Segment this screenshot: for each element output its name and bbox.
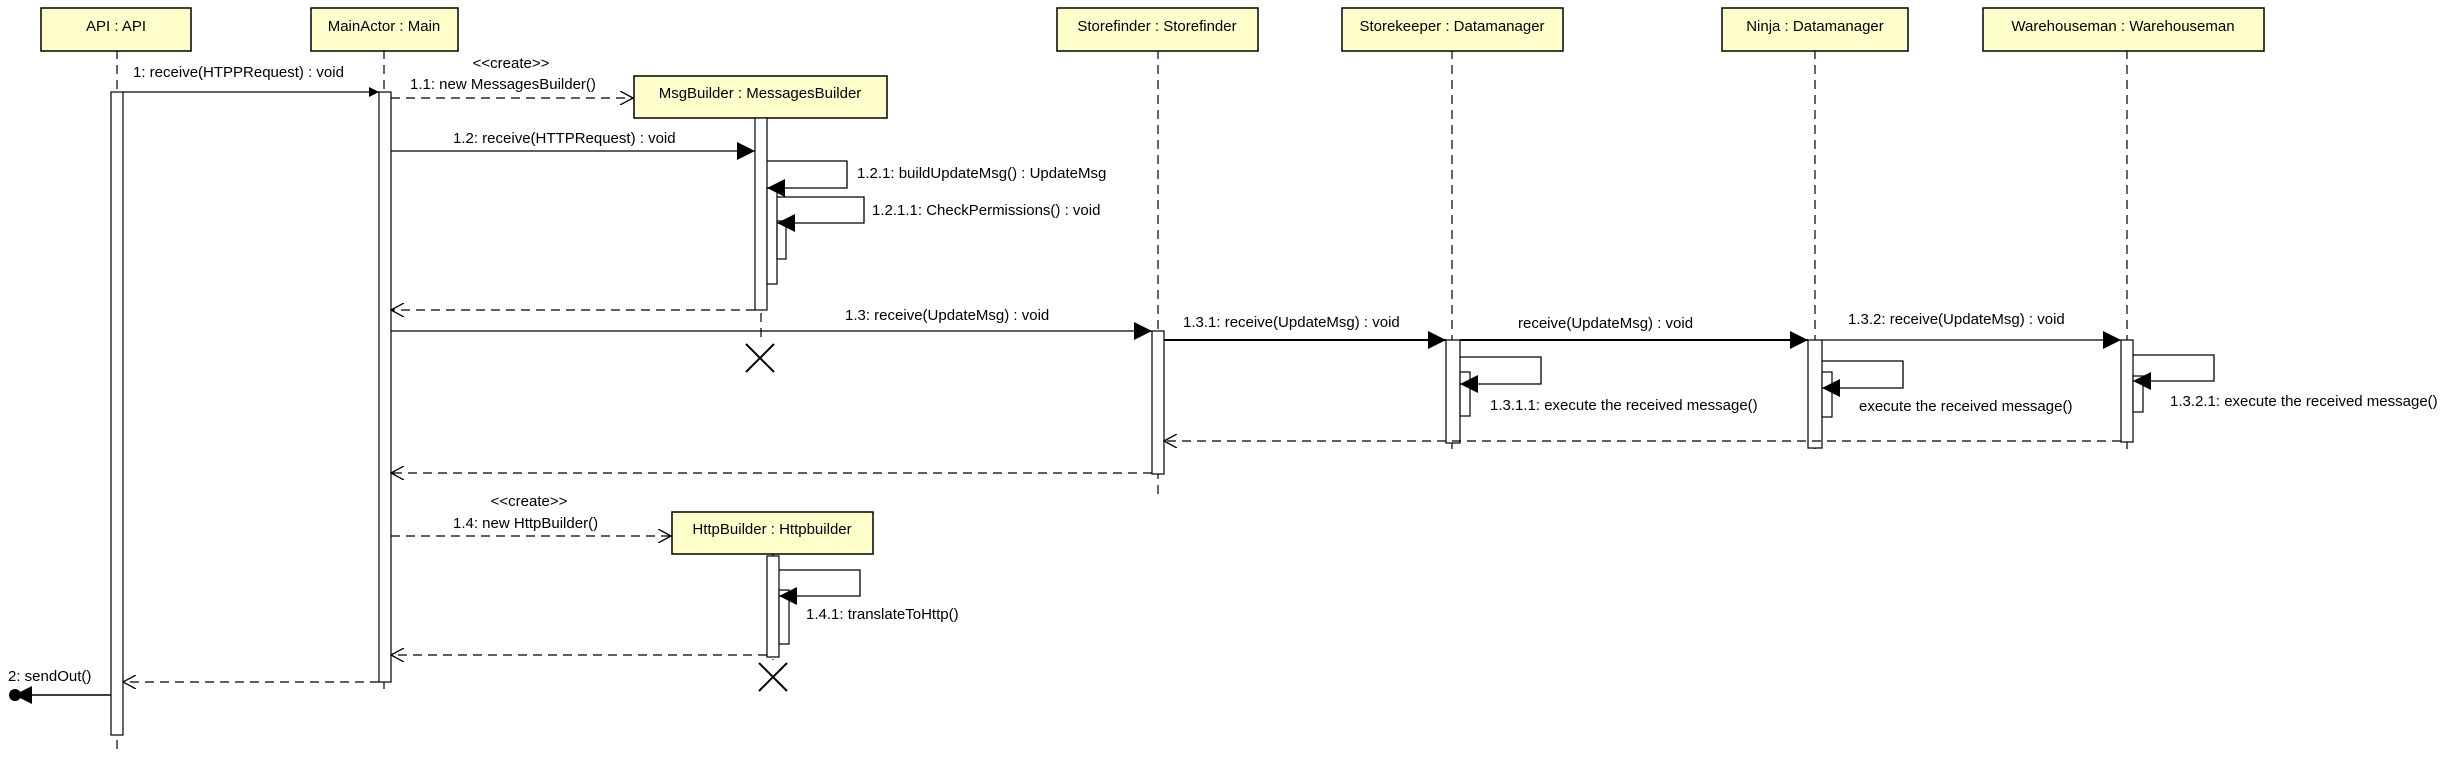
message-2: 2: sendOut() [8, 668, 111, 704]
svg-text:1.4.1: translateToHttp(): 1.4.1: translateToHttp() [806, 606, 959, 623]
svg-text:1.3: receive(UpdateMsg) : void: 1.3: receive(UpdateMsg) : void [845, 307, 1049, 324]
svg-text:1.2: receive(HTTPRequest) : vo: 1.2: receive(HTTPRequest) : void [453, 130, 676, 147]
activation-msgbuilder-2 [776, 220, 787, 260]
activation-msgbuilder-1 [766, 187, 778, 285]
svg-text:1.3.2: receive(UpdateMsg) : vo: 1.3.2: receive(UpdateMsg) : void [1848, 311, 2065, 328]
participant-storefinder: Storefinder : Storefinder [1056, 7, 1259, 52]
svg-text:<<create>>: <<create>> [491, 493, 568, 510]
activation-api [110, 91, 124, 736]
message-1-2-1: 1.2.1: buildUpdateMsg() : UpdateMsg [767, 160, 1106, 197]
activation-ninja-1 [1821, 371, 1833, 418]
message-1-2-1-1: 1.2.1.1: CheckPermissions() : void [777, 196, 1100, 232]
svg-text:Ninja : Datamanager: Ninja : Datamanager [1746, 18, 1884, 35]
svg-text:1.3.2.1: execute the received: 1.3.2.1: execute the received message() [2170, 393, 2438, 410]
svg-text:1.3.1: receive(UpdateMsg) : vo: 1.3.1: receive(UpdateMsg) : void [1183, 314, 1400, 331]
message-1-3-1: 1.3.1: receive(UpdateMsg) : void [1164, 314, 1446, 349]
svg-text:1.4: new HttpBuilder(): 1.4: new HttpBuilder() [453, 515, 598, 532]
participant-api: API : API [40, 7, 192, 52]
activation-main [378, 91, 392, 683]
participant-msgbuilder: MsgBuilder : MessagesBuilder [633, 75, 888, 119]
message-1-4: <<create>> 1.4: new HttpBuilder() [391, 493, 671, 536]
svg-text:API : API: API : API [86, 18, 146, 35]
svg-text:Storekeeper : Datamanager: Storekeeper : Datamanager [1359, 18, 1544, 35]
activation-ninja [1807, 339, 1823, 449]
svg-text:execute the received message(): execute the received message() [1859, 398, 2072, 415]
svg-text:1.2.1.1: CheckPermissions() :: 1.2.1.1: CheckPermissions() : void [872, 202, 1100, 219]
message-ninja: receive(UpdateMsg) : void [1460, 315, 1808, 349]
message-1-3-2-1: 1.3.2.1: execute the received message() [2133, 354, 2438, 410]
activation-warehouseman [2120, 339, 2134, 443]
svg-text:receive(UpdateMsg) : void: receive(UpdateMsg) : void [1518, 315, 1693, 332]
message-ninja-self: execute the received message() [1822, 360, 2072, 415]
activation-httpbuilder [766, 555, 780, 658]
svg-text:MainActor : Main: MainActor : Main [328, 18, 441, 35]
participant-main: MainActor : Main [310, 7, 459, 52]
activation-httpbuilder-1 [778, 589, 790, 645]
message-1-3-1-1: 1.3.1.1: execute the received message() [1460, 356, 1758, 414]
participant-storekeeper: Storekeeper : Datamanager [1341, 7, 1564, 52]
activations [110, 91, 2144, 736]
svg-text:Warehouseman : Warehouseman: Warehouseman : Warehouseman [2011, 18, 2234, 35]
svg-text:HttpBuilder : Httpbuilder: HttpBuilder : Httpbuilder [692, 521, 851, 538]
message-1-4-1: 1.4.1: translateToHttp() [779, 569, 959, 623]
message-1-3-2: 1.3.2: receive(UpdateMsg) : void [1822, 311, 2121, 349]
activation-storekeeper [1445, 339, 1461, 444]
destroy-msgbuilder [745, 343, 775, 373]
svg-text:1: receive(HTPPRequest) : void: 1: receive(HTPPRequest) : void [133, 64, 344, 81]
message-1-2: 1.2: receive(HTTPRequest) : void [391, 130, 755, 160]
message-1-3: 1.3: receive(UpdateMsg) : void [391, 307, 1152, 340]
participant-warehouseman: Warehouseman : Warehouseman [1982, 7, 2265, 52]
message-1: 1: receive(HTPPRequest) : void [123, 64, 379, 97]
activation-msgbuilder [754, 117, 768, 311]
svg-text:MsgBuilder : MessagesBuilder: MsgBuilder : MessagesBuilder [659, 85, 862, 102]
message-1-1: <<create>> 1.1: new MessagesBuilder() [391, 55, 633, 98]
svg-text:<<create>>: <<create>> [473, 55, 550, 72]
lost-message-endpoint [9, 689, 21, 701]
svg-text:Storefinder : Storefinder: Storefinder : Storefinder [1077, 18, 1236, 35]
participant-httpbuilder: HttpBuilder : Httpbuilder [671, 511, 874, 555]
svg-text:2: sendOut(): 2: sendOut() [8, 668, 91, 685]
svg-text:1.3.1.1: execute the received: 1.3.1.1: execute the received message() [1490, 397, 1758, 414]
activation-storefinder [1151, 330, 1165, 475]
activation-storekeeper-1 [1459, 371, 1471, 417]
destroy-httpbuilder [758, 662, 788, 692]
svg-text:1.2.1: buildUpdateMsg() : Upda: 1.2.1: buildUpdateMsg() : UpdateMsg [857, 165, 1106, 182]
svg-text:1.1: new MessagesBuilder(): 1.1: new MessagesBuilder() [410, 76, 596, 93]
participant-ninja: Ninja : Datamanager [1721, 7, 1909, 52]
